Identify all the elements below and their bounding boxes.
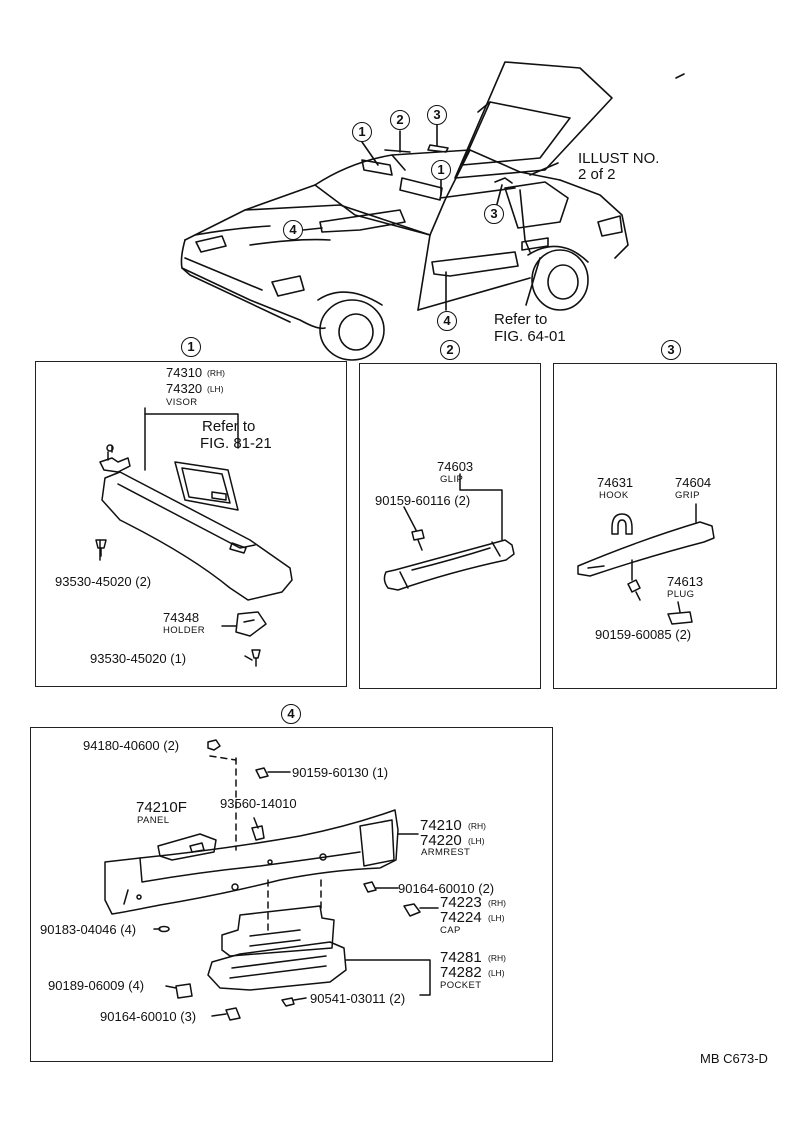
panel-name: PANEL xyxy=(137,815,170,826)
grip-3-name: GRIP xyxy=(675,490,700,501)
callout-1-visor-b: 1 xyxy=(431,160,451,180)
car-refer-line1: Refer to xyxy=(494,311,548,328)
armrest-rh-part-number: 74210 xyxy=(420,817,462,834)
pocket-screw-part-number: 90541-03011 (2) xyxy=(310,991,406,1006)
visor-screw-part-number: 93530-45020 (2) xyxy=(55,574,152,589)
drawing-code: MB C673-D xyxy=(700,1051,768,1066)
armrest-screw-part-number: 90164-60010 (2) xyxy=(398,881,495,896)
armrest-name: ARMREST xyxy=(421,847,471,858)
grip-3-part-number: 74604 xyxy=(675,475,712,490)
grip-3-screw-part-number: 90159-60085 (2) xyxy=(595,627,692,642)
callout-1-visor: 1 xyxy=(352,122,372,142)
callout-2-grip: 2 xyxy=(390,110,410,130)
section-1-panel xyxy=(35,361,347,687)
section-2-panel xyxy=(359,363,541,689)
callout-4-armrest: 4 xyxy=(283,220,303,240)
grip-2-screw-part-number: 90159-60116 (2) xyxy=(375,493,471,508)
pocket-lh-side: (LH) xyxy=(488,968,505,978)
section-3-panel xyxy=(553,363,777,689)
cap-name: CAP xyxy=(440,925,461,936)
mirror-refer-line2: FIG. 81-21 xyxy=(200,435,272,452)
section-4-panel xyxy=(30,727,553,1062)
panel-part-number: 74210F xyxy=(136,799,187,816)
illust-number-label: ILLUST NO. xyxy=(578,150,660,167)
cap-lh-side: (LH) xyxy=(488,913,505,923)
callout-4-armrest-b: 4 xyxy=(437,311,457,331)
cap-rh-side: (RH) xyxy=(488,898,506,908)
holder-part-number: 74348 xyxy=(163,610,200,625)
clip-part-number: 93560-14010 xyxy=(220,796,297,811)
plug-name: PLUG xyxy=(667,589,695,600)
illust-number-value: 2 of 2 xyxy=(578,166,616,183)
pocket-name: POCKET xyxy=(440,980,482,991)
pocket-lh-part-number: 74282 xyxy=(440,964,482,981)
section-1-number: 1 xyxy=(181,337,201,357)
cap-lh-part-number: 74224 xyxy=(440,909,482,926)
section-4-number: 4 xyxy=(281,704,301,724)
callout-3-grip-b: 3 xyxy=(484,204,504,224)
holder-screw-part-number: 93530-45020 (1) xyxy=(90,651,187,666)
visor-name: VISOR xyxy=(166,397,198,408)
armrest-lh-side: (LH) xyxy=(468,836,485,846)
visor-rh-part-number: 74310 xyxy=(166,365,203,380)
visor-lh-part-number: 74320 xyxy=(166,381,203,396)
pocket-nut-part-number: 90189-06009 (4) xyxy=(48,978,145,993)
mirror-refer-line1: Refer to xyxy=(202,418,256,435)
cap-rh-part-number: 74223 xyxy=(440,894,482,911)
hook-part-number: 74631 xyxy=(597,475,634,490)
pocket-rh-part-number: 74281 xyxy=(440,949,482,966)
top-screw-part-number: 90159-60130 (1) xyxy=(292,765,389,780)
plug-part-number: 74613 xyxy=(667,574,704,589)
section-3-number: 3 xyxy=(661,340,681,360)
grip-2-part-number: 74603 xyxy=(437,459,474,474)
callout-3-grip: 3 xyxy=(427,105,447,125)
nut-part-number: 94180-40600 (2) xyxy=(83,738,180,753)
holder-name: HOLDER xyxy=(163,625,205,636)
car-refer-line2: FIG. 64-01 xyxy=(494,328,566,345)
visor-rh-side: (RH) xyxy=(207,368,225,378)
armrest-lh-part-number: 74220 xyxy=(420,832,462,849)
pocket-rh-side: (RH) xyxy=(488,953,506,963)
washer-part-number: 90183-04046 (4) xyxy=(40,922,137,937)
visor-lh-side: (LH) xyxy=(207,384,224,394)
bottom-screw-part-number: 90164-60010 (3) xyxy=(100,1009,197,1024)
section-2-number: 2 xyxy=(440,340,460,360)
armrest-rh-side: (RH) xyxy=(468,821,486,831)
hook-name: HOOK xyxy=(599,490,629,501)
grip-2-name: GLIP xyxy=(440,474,464,485)
